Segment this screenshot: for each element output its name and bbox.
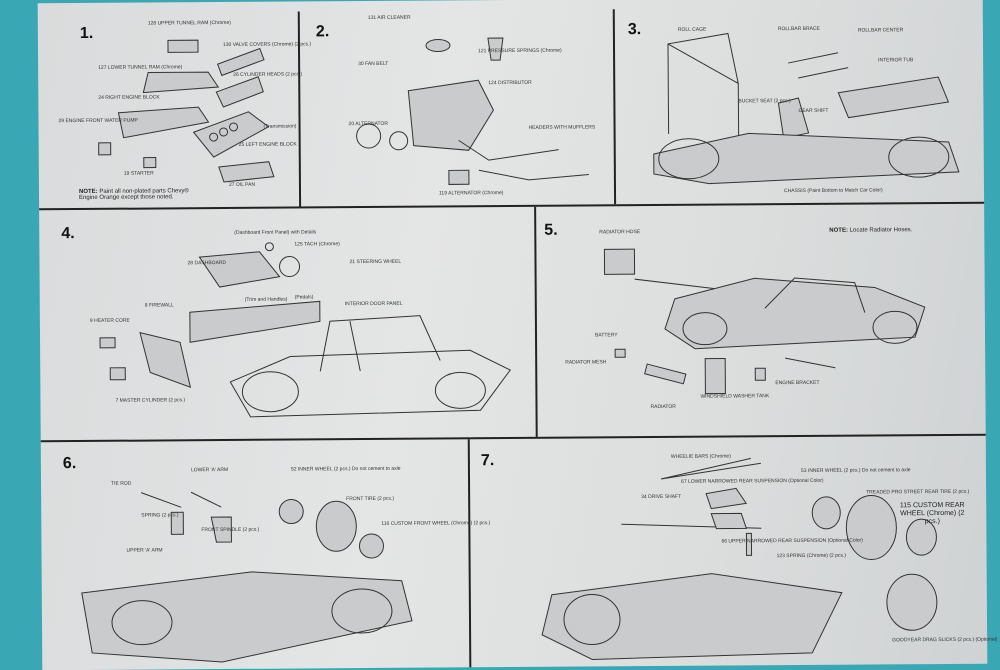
part-label: SPRING (2 pcs.): [141, 512, 179, 519]
row-divider: [40, 433, 986, 443]
interior-firewall-drawing: [99, 242, 512, 418]
part-label: INTERIOR TUB: [878, 57, 914, 64]
part-label: 7 MASTER CYLINDER (2 pcs.): [115, 397, 186, 404]
part-label: 21 STEERING WHEEL: [349, 258, 402, 266]
note-text: Locate Radiator Hoses.: [849, 227, 913, 234]
step-number: 3.: [627, 21, 642, 39]
part-label: LOWER 'A' ARM: [190, 466, 229, 474]
part-label: 34 DRIVE SHAFT: [641, 493, 682, 501]
part-label: CHASSIS (Paint Bottom to Match Car Color…: [783, 187, 883, 195]
part-label: GEAR SHIFT: [798, 107, 829, 114]
part-label: BUCKET SEAT (2 pcs.): [738, 98, 791, 105]
part-label: RADIATOR HOSE: [599, 229, 641, 236]
step-3-panel: 3. ROLL CAGE ROLLBAR BRACE ROLLBAR CENTE…: [38, 0, 983, 194]
part-label: ROLLBAR CENTER: [857, 27, 904, 34]
engine-block-drawing: [98, 39, 275, 183]
part-label: 28 DASHBOARD: [187, 259, 227, 267]
part-label: BATTERY: [594, 332, 618, 339]
step-2-panel: 2. 131 AIR CLEANER 121 PRESSURE SPRINGS …: [38, 0, 983, 197]
engine-assembly-drawing: [356, 37, 589, 185]
note-label: NOTE:: [829, 227, 848, 234]
part-label: 8 FIREWALL: [144, 302, 174, 309]
part-label: 19 STARTER: [123, 170, 154, 177]
part-label: 67 LOWER NARROWED REAR SUSPENSION (Optio…: [681, 477, 824, 485]
column-divider: [467, 439, 472, 668]
part-label: HEADERS WITH MUFFLERS: [528, 124, 596, 131]
part-label: 123 SPRING (Chrome) (2 pcs.): [776, 552, 847, 560]
part-label: (Dashboard Front Panel) with Details: [234, 229, 317, 236]
part-label: 26 CYLINDER HEADS (2 pcs.): [233, 71, 303, 78]
part-label: 24 RIGHT ENGINE BLOCK: [98, 94, 160, 101]
part-label: (Pedals): [294, 294, 314, 301]
step-5-note: NOTE: Locate Radiator Hoses.: [829, 227, 912, 234]
part-label: 130 VALVE COVERS (Chrome) (2 pcs.): [222, 41, 312, 49]
part-label: ENGINE BRACKET: [775, 379, 820, 387]
rear-suspension-drawing: [541, 457, 938, 660]
part-label: TIE ROD: [111, 480, 132, 487]
part-label: 131 AIR CLEANER: [367, 14, 411, 22]
engine-body-drawing: [603, 248, 926, 395]
part-label: WHEELIE BARS (Chrome): [670, 453, 731, 460]
part-label: 25 LEFT ENGINE BLOCK: [238, 141, 297, 148]
part-label: 66 UPPER NARROWED REAR SUSPENSION (Optio…: [721, 537, 863, 545]
step-7-panel: 7. WHEELIE BARS (Chrome) 67 LOWER NARROW…: [38, 0, 997, 660]
part-label: 53 INNER WHEEL (2 pcs.) Do not cement to…: [800, 467, 911, 474]
part-label: 52 INNER WHEEL (2 pcs.) Do not cement to…: [290, 465, 401, 473]
row-divider: [39, 201, 985, 211]
part-label: RADIATOR MESH: [565, 359, 607, 366]
column-divider: [612, 9, 617, 205]
chassis-interior-drawing: [653, 32, 960, 185]
step-5-panel: 5. NOTE: Locate Radiator Hoses. RADIATOR…: [38, 0, 983, 410]
part-label: ROLLBAR BRACE: [777, 25, 820, 33]
part-label: 115 CUSTOM REAR WHEEL (Chrome) (2 pcs.): [899, 501, 965, 526]
step-1-panel: 1. 128 UPPER TUNNEL RAM (Chrome) 127 LOW…: [38, 0, 983, 201]
step-number: 5.: [544, 221, 558, 239]
part-label: UPPER 'A' ARM: [126, 547, 163, 554]
part-label: FRONT SPINDLE (2 pcs.): [201, 526, 260, 534]
part-label: RADIATOR: [650, 403, 676, 411]
part-label: INTERIOR DOOR PANEL: [344, 300, 403, 308]
part-label: (Transmission): [263, 123, 297, 130]
step-4-panel: 4. (Dashboard Front Panel) with Details …: [38, 0, 983, 418]
column-divider: [534, 206, 538, 437]
part-label: 29 ENGINE FRONT WATER PUMP: [58, 117, 138, 125]
step-number: 6.: [62, 455, 77, 473]
part-label: TREADED PRO STREET REAR TIRE (2 pcs.): [866, 488, 970, 496]
step-number: 7.: [480, 452, 495, 470]
part-label: 128 UPPER TUNNEL RAM (Chrome): [147, 19, 231, 27]
part-label: 124 DISTRIBUTOR: [488, 79, 532, 87]
part-label: 125 TACH (Chrome): [294, 241, 340, 248]
front-suspension-drawing: [81, 491, 413, 663]
step-number: 4.: [61, 225, 75, 243]
part-label: 9 HEATER CORE: [89, 317, 130, 324]
step-1-note: NOTE: Paint all non-plated parts Chevy® …: [79, 188, 209, 201]
part-label: 20 ALTERNATOR: [348, 120, 389, 128]
part-label: 119 ALTERNATOR (Chrome): [438, 190, 504, 197]
part-label: 27 OIL PAN: [228, 181, 256, 188]
part-label: GOODYEAR DRAG SLICKS (2 pcs.) (Optional): [892, 636, 998, 644]
part-label: WINDSHIELD WASHER TANK: [700, 393, 770, 400]
step-number: 1.: [79, 24, 94, 43]
part-label: ROLL CAGE: [677, 26, 707, 33]
part-label: (Trim and Handles): [244, 296, 288, 303]
part-label: 30 FAN BELT: [358, 60, 389, 68]
part-label: 116 CUSTOM FRONT WHEEL (Chrome) (2 pcs.): [381, 520, 491, 527]
part-label: FRONT TIRE (2 pcs.): [346, 495, 395, 503]
instruction-sheet: 1. 128 UPPER TUNNEL RAM (Chrome) 127 LOW…: [37, 0, 997, 670]
part-label: 127 LOWER TUNNEL RAM (Chrome): [98, 64, 183, 71]
step-6-panel: 6. TIE ROD LOWER 'A' ARM SPRING (2 pcs.)…: [38, 0, 983, 663]
part-label: 121 PRESSURE SPRINGS (Chrome): [478, 47, 562, 55]
